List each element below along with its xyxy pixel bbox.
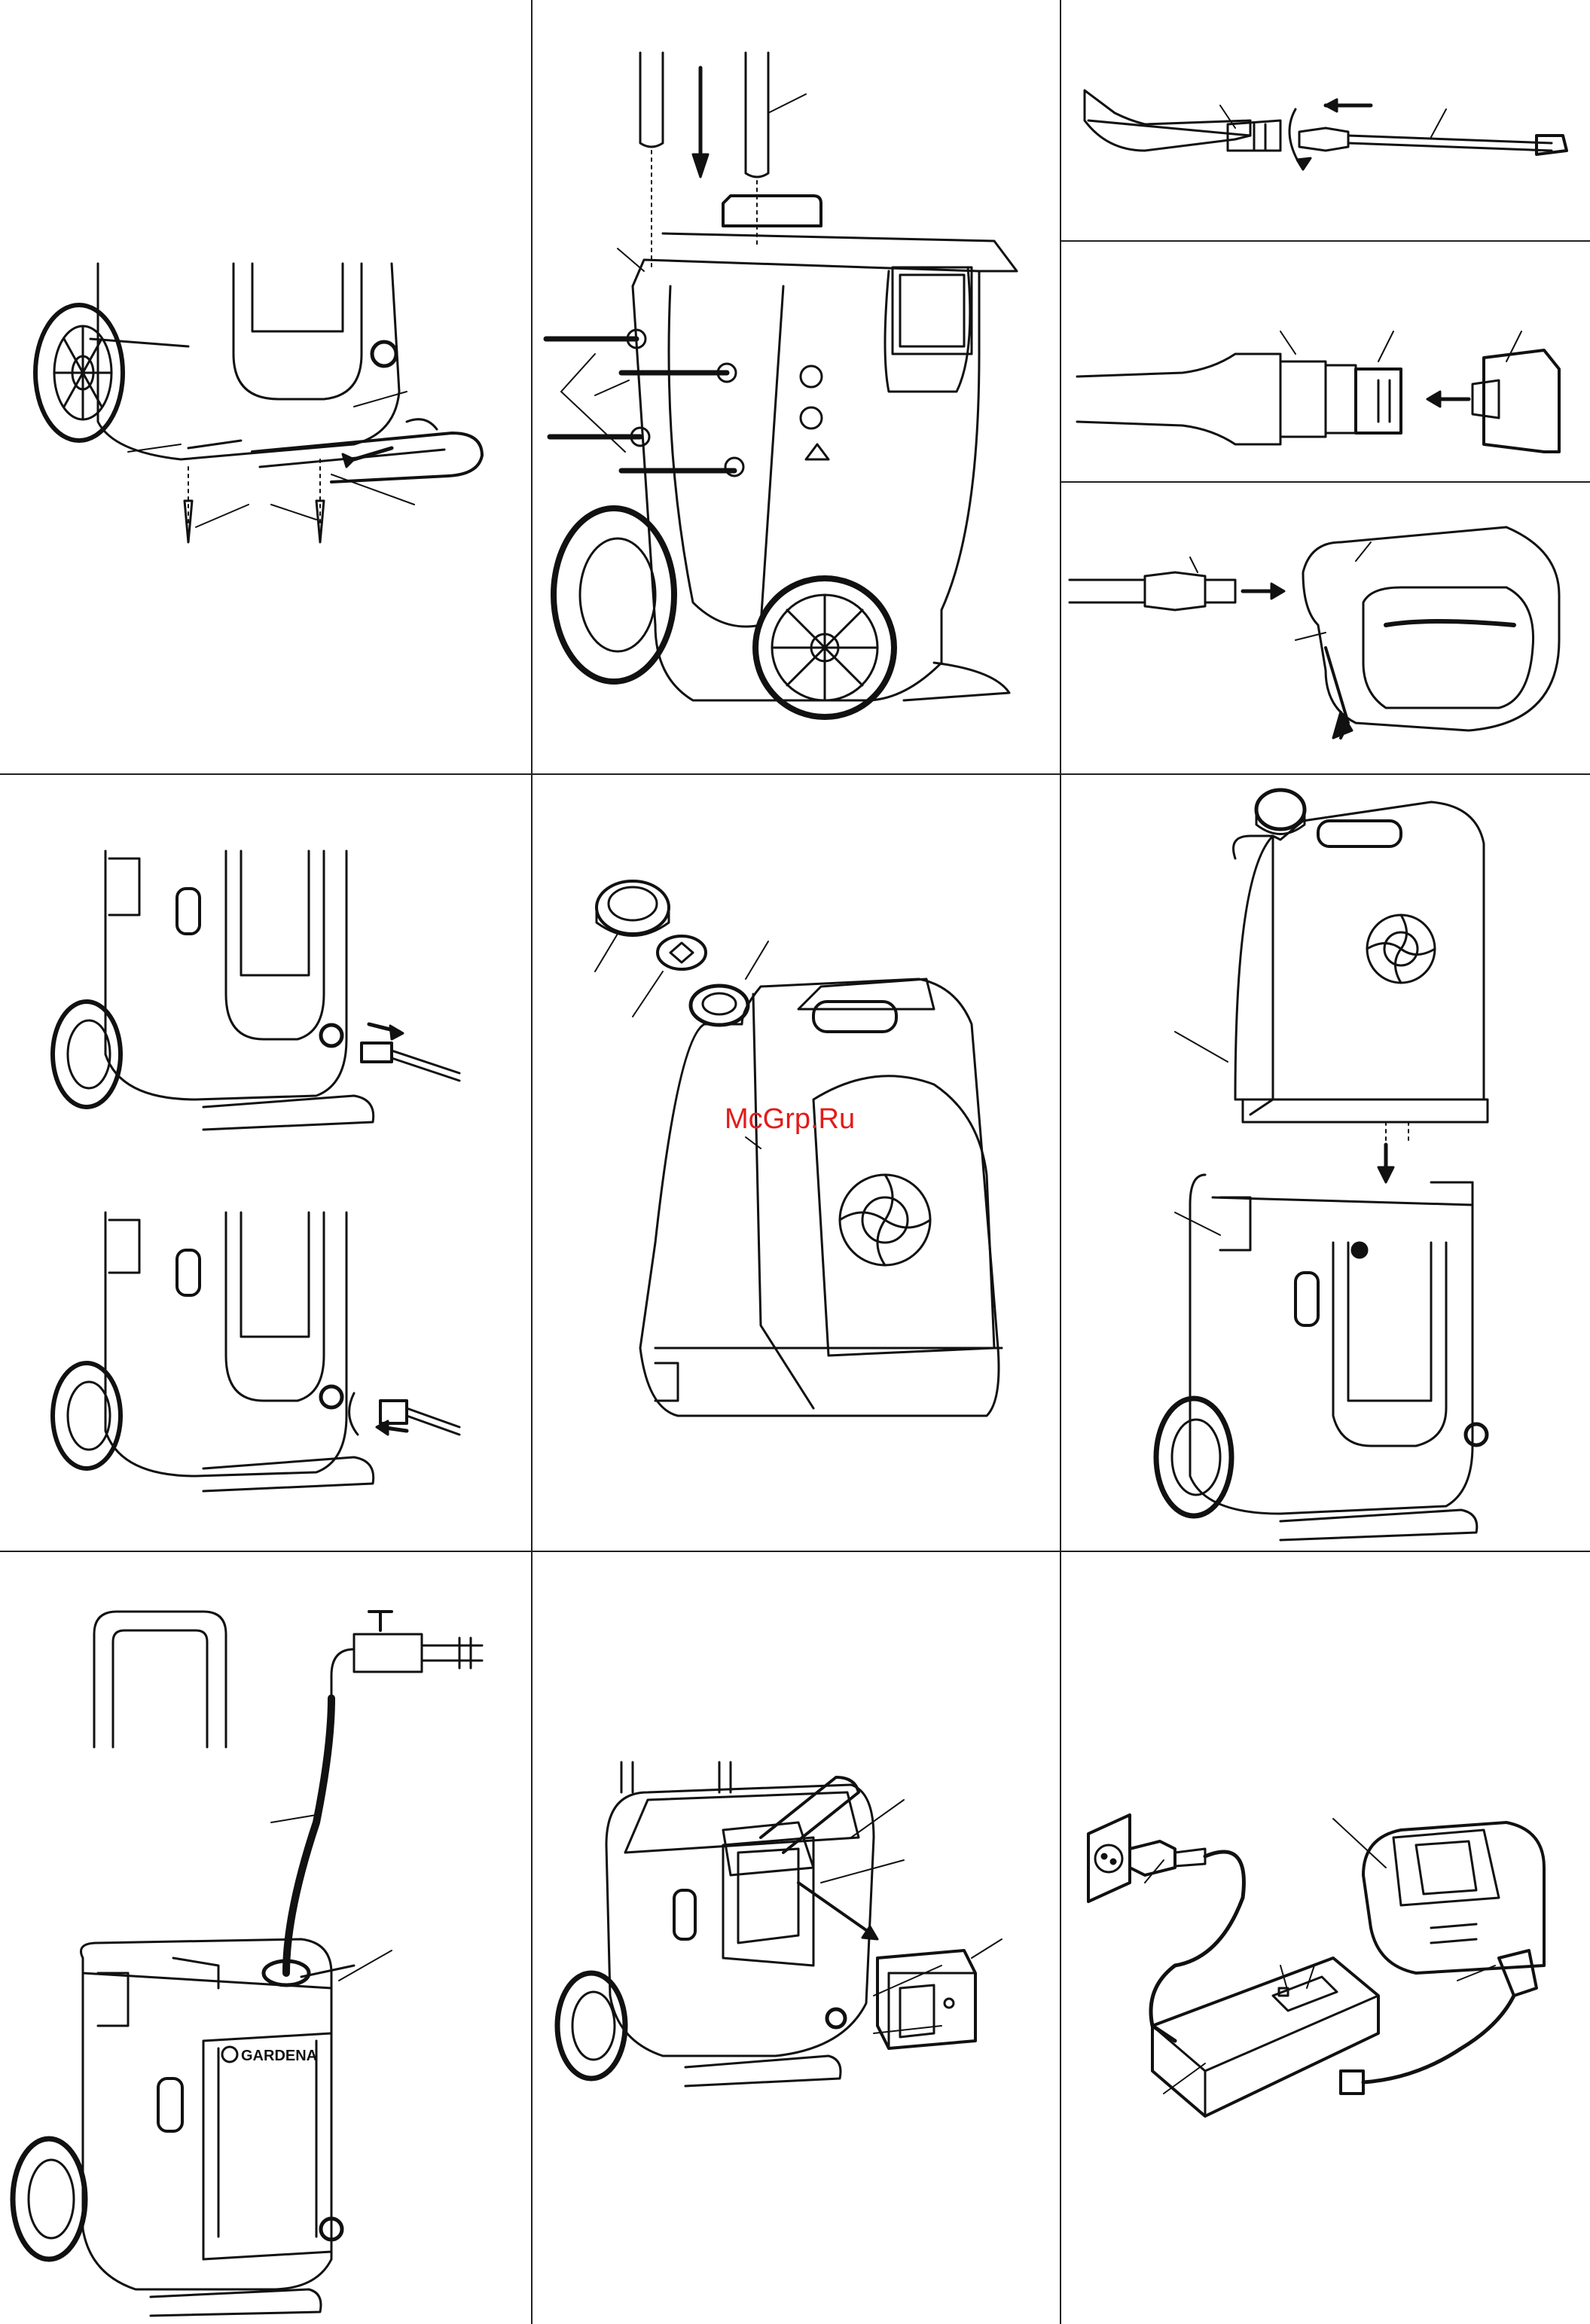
panel-handle-bar-assembly: [35, 264, 482, 542]
hose-connect-view-bottom: [53, 1212, 459, 1491]
panel-push-handle-assembly: [546, 53, 1017, 717]
tank-cap-icon: [597, 881, 669, 936]
seal-ring-icon: [658, 936, 706, 969]
panel-spray-gun-connection: [1070, 527, 1559, 738]
wheel-icon: [554, 508, 674, 682]
watermark-text: McGrp.Ru: [725, 1103, 855, 1136]
wheel-icon: [13, 2139, 85, 2259]
battery-pack-icon: [1363, 1822, 1544, 1973]
wheel-icon: [557, 1973, 625, 2078]
tank-cap-icon: [1256, 790, 1305, 834]
panel-hose-connection: [53, 851, 459, 1491]
panel-spray-lance-connection: [1085, 90, 1567, 169]
panel-tank-filling-from-tap: GARDENA: [13, 1612, 482, 2316]
charger-icon: [1152, 1958, 1378, 2116]
panel-nozzle-attachment: [1077, 331, 1559, 452]
wheel-icon: [53, 1363, 121, 1469]
panel-tank-cap-removal: [595, 881, 1002, 1416]
brand-logo-text: GARDENA: [241, 2048, 317, 2064]
power-plug-icon: [1130, 1841, 1205, 1875]
panel-tank-mounting: [1156, 790, 1488, 1540]
tank-filler-neck: [691, 986, 748, 1025]
brand-logo-gardena: GARDENA: [222, 2047, 317, 2064]
hose-connect-view-top: [53, 851, 459, 1130]
panel-battery-removal: [557, 1762, 1002, 2086]
wall-socket-icon: [1088, 1815, 1130, 1902]
wheel-icon: [755, 578, 894, 717]
wheel-icon: [1156, 1398, 1231, 1516]
wheel-icon: [53, 1002, 121, 1107]
battery-pack-icon: [877, 1950, 975, 2048]
panel-battery-charging: [1088, 1815, 1544, 2116]
wheel-icon: [35, 305, 123, 441]
water-tap-icon: [331, 1612, 482, 1702]
